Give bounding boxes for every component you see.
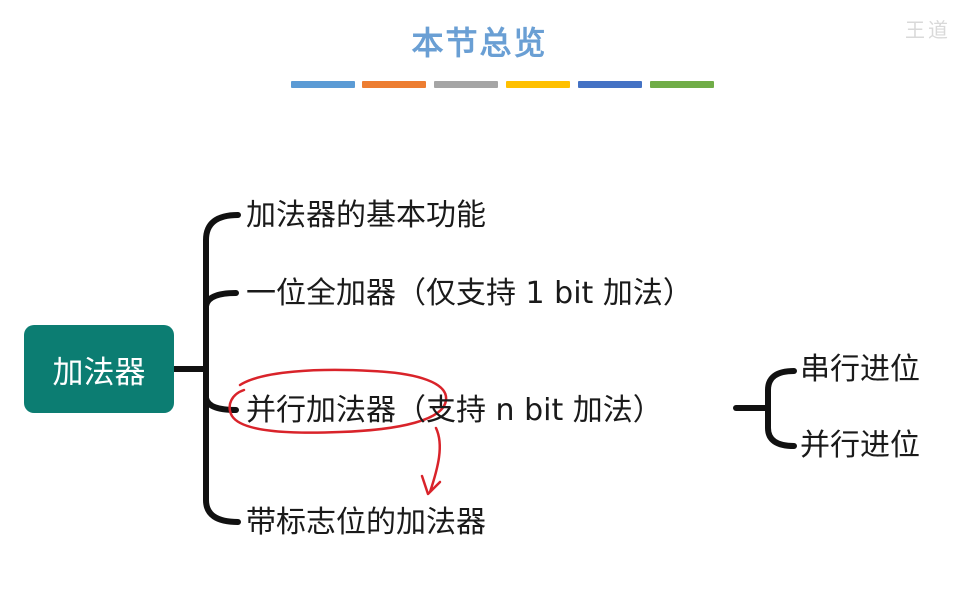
branch-flag-adder: 带标志位的加法器 bbox=[246, 505, 486, 540]
main-bracket bbox=[203, 212, 241, 525]
color-bar-6 bbox=[650, 81, 714, 88]
branch-tick-2 bbox=[203, 290, 239, 309]
color-bar-5 bbox=[578, 81, 642, 88]
color-bar-3 bbox=[434, 81, 498, 88]
sub-branch-parallel-carry: 并行进位 bbox=[800, 428, 920, 463]
color-bar-2 bbox=[362, 81, 426, 88]
color-bar-1 bbox=[291, 81, 355, 88]
root-node: 加法器 bbox=[24, 325, 174, 413]
sub-bracket bbox=[765, 368, 797, 449]
root-label: 加法器 bbox=[52, 354, 146, 391]
color-bar-4 bbox=[506, 81, 570, 88]
branch-full-adder: 一位全加器（仅支持 1 bit 加法） bbox=[246, 276, 693, 311]
branch-parallel-adder: 并行加法器（支持 n bit 加法） bbox=[246, 393, 663, 428]
watermark: 王道 bbox=[905, 18, 951, 42]
branch-tick-3 bbox=[203, 395, 239, 413]
branch-basic-function: 加法器的基本功能 bbox=[246, 198, 486, 233]
sub-branch-serial-carry: 串行进位 bbox=[800, 352, 920, 387]
annotation-circle bbox=[228, 368, 448, 434]
annotation-arrow bbox=[420, 426, 442, 496]
page-title: 本节总览 bbox=[411, 24, 548, 62]
